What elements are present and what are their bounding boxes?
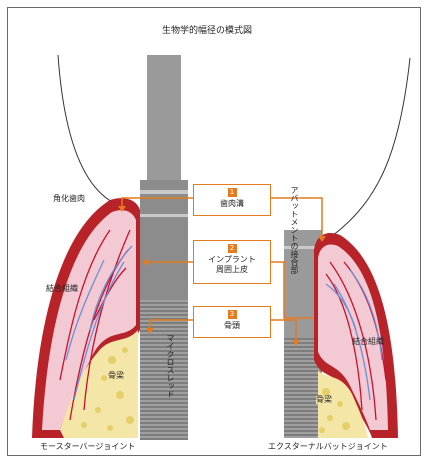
box-label-3: 骨頭 — [194, 321, 270, 331]
box-label-2a: インプラント — [194, 255, 270, 265]
label-right-connective: 結合組織 — [352, 338, 384, 346]
label-left-vertical: マイクロスレッド — [166, 334, 174, 398]
label-keratinized-gingiva: 角化歯肉 — [53, 195, 85, 203]
box-peri-implant-epithelium: 2 インプラント 周囲上皮 — [193, 240, 271, 284]
right-tooth-crown-outline — [332, 58, 410, 236]
caption-right: エクスターナルバットジョイント — [268, 443, 388, 451]
box-bone-crest: 3 骨頭 — [193, 306, 271, 338]
left-tooth-crown-outline — [58, 55, 118, 205]
caption-left: モースターバージョイント — [40, 443, 135, 451]
label-left-bone: 骨梁 — [108, 372, 124, 380]
box-label-2b: 周囲上皮 — [194, 265, 270, 275]
box-label-1: 歯肉溝 — [194, 199, 270, 209]
left-implant — [140, 55, 188, 440]
left-gingiva — [32, 198, 140, 438]
box-number-3: 3 — [228, 310, 237, 319]
label-right-vertical: アバットメントの接合部 — [290, 186, 298, 274]
box-number-2: 2 — [228, 244, 237, 253]
label-right-bone: 骨梁 — [316, 396, 332, 404]
right-gingiva — [314, 233, 398, 438]
box-number-1: 1 — [228, 188, 237, 197]
box-gingival-sulcus: 1 歯肉溝 — [193, 184, 271, 216]
label-left-connective: 結合組織 — [46, 285, 78, 293]
